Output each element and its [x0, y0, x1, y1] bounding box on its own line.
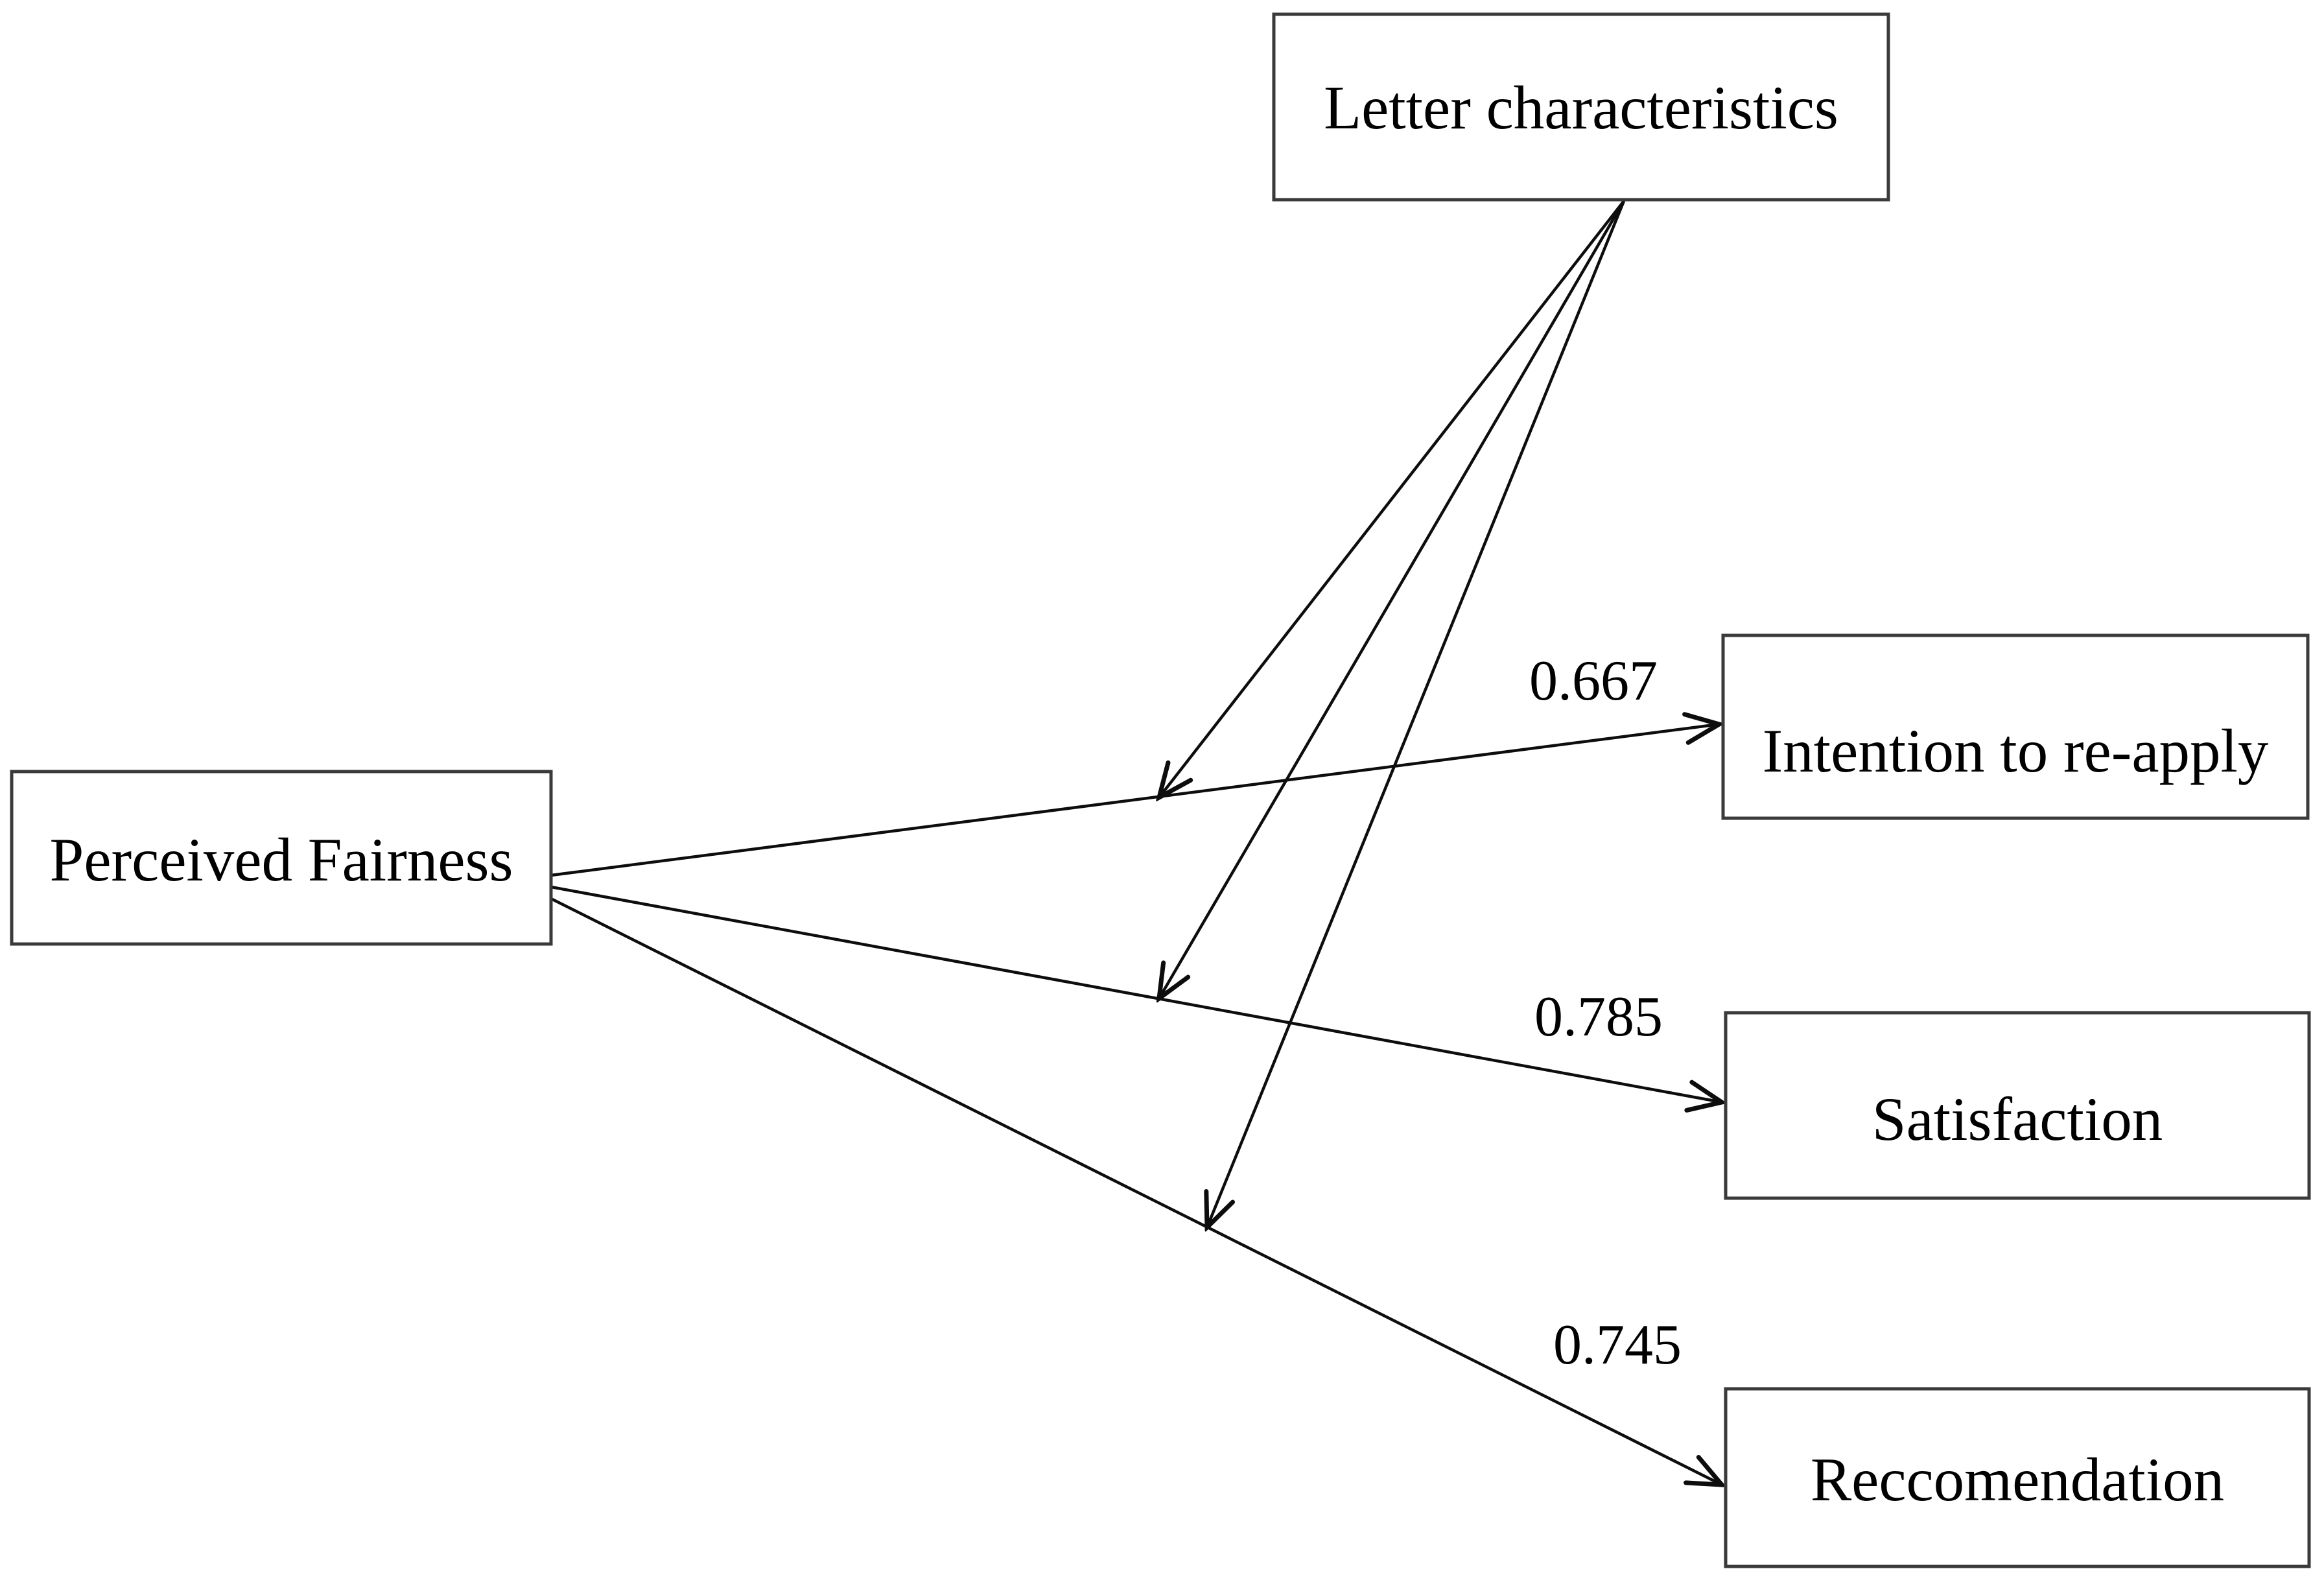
edge-fairness-to-intention: [550, 724, 1719, 877]
node-intention-to-reapply: Intention to re-apply: [1721, 633, 2310, 820]
node-recommendation: Reccomendation: [1724, 1387, 2311, 1568]
satisfaction-label: Satisfaction: [1872, 1085, 2163, 1153]
node-letter-characteristics: Letter characteristics: [1272, 12, 1890, 202]
recommendation-box: [1724, 1387, 2311, 1568]
edge-letter-to-path-satisfaction: [1159, 200, 1625, 998]
coefficient-fairness-intention: 0.667: [1529, 650, 1658, 713]
coefficient-fairness-recommendation: 0.745: [1553, 1314, 1682, 1376]
perceived-fairness-box: [10, 770, 553, 946]
intention-to-reapply-box: [1721, 633, 2310, 820]
node-perceived-fairness: Perceived Fairness: [10, 770, 553, 946]
edge-letter-to-path-intention: [1159, 200, 1625, 797]
perceived-fairness-label: Perceived Fairness: [50, 825, 513, 894]
edge-fairness-to-recommendation: [550, 897, 1722, 1485]
letter-characteristics-box: [1272, 12, 1890, 202]
letter-characteristics-label: Letter characteristics: [1324, 73, 1838, 142]
edge-letter-to-path-recommendation: [1207, 200, 1626, 1227]
coefficient-fairness-satisfaction: 0.785: [1534, 986, 1663, 1048]
intention-to-reapply-label: Intention to re-apply: [1763, 716, 2269, 785]
node-satisfaction: Satisfaction: [1724, 1011, 2311, 1200]
recommendation-label: Reccomendation: [1811, 1445, 2224, 1514]
satisfaction-box: [1724, 1011, 2311, 1200]
edge-fairness-to-satisfaction: [550, 885, 1722, 1102]
